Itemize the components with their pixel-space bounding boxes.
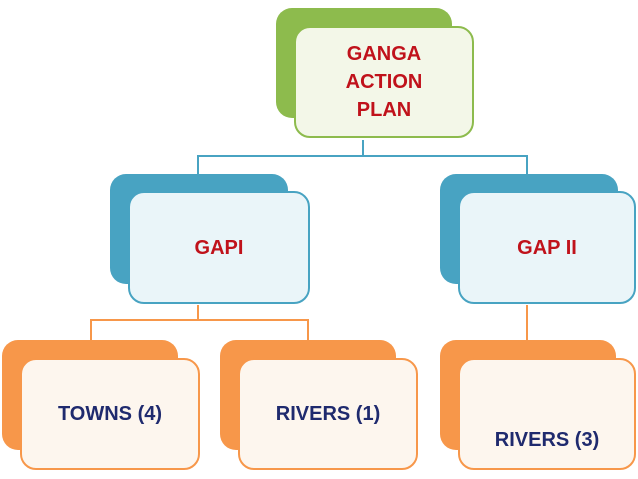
node-label: GANGA ACTION PLAN	[345, 43, 423, 121]
node-label: GAPI	[194, 236, 244, 259]
connector-gapi-to-towns	[90, 305, 199, 342]
node-label: RIVERS (1)	[275, 403, 381, 425]
node-card: RIVERS (1)	[238, 358, 418, 470]
node-card: TOWNS (4)	[20, 358, 200, 470]
node-card: GANGA ACTION PLAN	[294, 26, 474, 138]
node-label: GAP II	[517, 236, 577, 259]
node-card: GAPI	[128, 191, 310, 304]
node-card: RIVERS (3)	[458, 358, 636, 470]
connector-root-to-gap2	[363, 155, 528, 176]
node-card: GAP II	[458, 191, 636, 304]
node-label: RIVERS (3)	[494, 429, 600, 451]
node-label: TOWNS (4)	[57, 403, 163, 425]
connector-root-to-gapi	[197, 140, 364, 176]
connector-gapi-to-rivers1	[198, 319, 309, 342]
